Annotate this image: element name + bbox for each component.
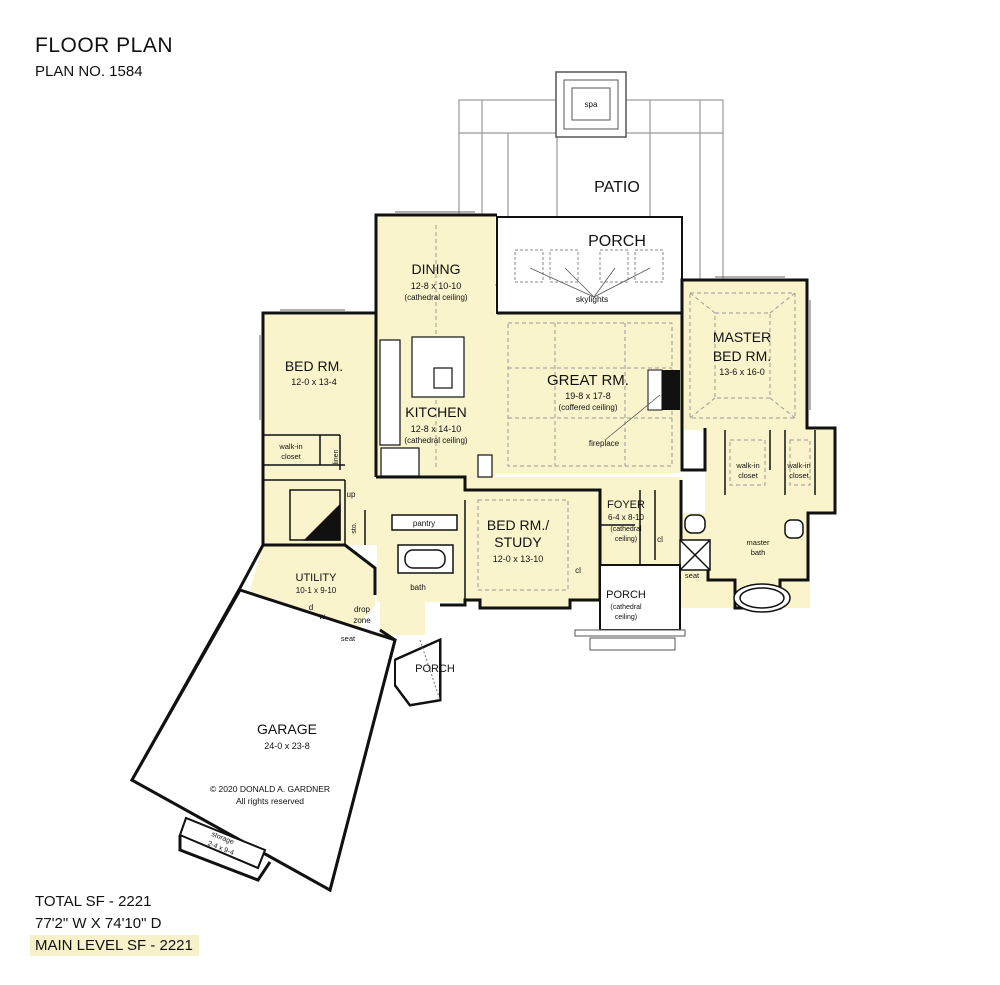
great-room-size: 19-8 x 17-8 — [565, 391, 611, 401]
garage-block — [129, 588, 397, 893]
windows — [259, 211, 811, 420]
bath-label: bath — [410, 583, 426, 592]
interior-walls — [263, 430, 816, 613]
study-name-1: BED RM./ — [487, 517, 549, 533]
side-porch-label: PORCH — [415, 663, 455, 675]
dining-size: 12-8 x 10-10 — [411, 281, 462, 291]
drop-zone-line1: drop — [354, 605, 371, 614]
kitchen-name: KITCHEN — [405, 404, 466, 420]
study-name-2: STUDY — [494, 534, 542, 550]
ceiling-lines — [435, 225, 811, 591]
walkin-closet-m1-line1: walk-in — [735, 461, 759, 470]
master-bath-line2: bath — [751, 548, 766, 557]
master-bed-name-2: BED RM. — [713, 348, 771, 364]
bed-room-size: 12-0 x 13-4 — [291, 377, 337, 387]
dining-name: DINING — [412, 261, 461, 277]
foyer-note-1: (cathedral — [610, 526, 642, 533]
linen-label: linen — [333, 450, 340, 465]
dining-note: (cathedral ceiling) — [404, 293, 467, 302]
master-bed-size: 13-6 x 16-0 — [719, 367, 765, 377]
copyright-line1: © 2020 DONALD A. GARDNER — [210, 784, 330, 794]
garage-name: GARAGE — [257, 721, 317, 737]
kitchen-fixtures — [379, 336, 493, 478]
copyright-line2: All rights reserved — [236, 796, 304, 806]
great-room-name: GREAT RM. — [547, 372, 629, 389]
plan-title: FLOOR PLAN — [35, 34, 174, 57]
closet-cl-1: cl — [575, 566, 581, 575]
pantry-label: pantry — [413, 519, 435, 528]
drop-zone-line2: zone — [353, 616, 371, 625]
storage-sto-label: sto. — [351, 522, 358, 533]
walkin-closet-left-line1: walk-in — [278, 442, 302, 451]
washer-label: w — [318, 612, 325, 621]
total-sf: TOTAL SF - 2221 — [35, 893, 152, 910]
walkin-closet-m2-line2: closet — [789, 471, 810, 480]
bed-room-name: BED RM. — [285, 358, 343, 374]
garage-size: 24-0 x 23-8 — [264, 741, 310, 751]
master-bath-line1: master — [747, 538, 770, 547]
great-room-note: (coffered ceiling) — [559, 403, 618, 412]
kitchen-size: 12-8 x 14-10 — [411, 424, 462, 434]
fireplace-symbol — [604, 369, 680, 441]
closet-cl-2: cl — [657, 535, 663, 544]
front-porch — [574, 564, 686, 651]
study-size: 12-0 x 13-10 — [493, 554, 544, 564]
stair-up-label: up — [347, 490, 356, 499]
foyer-note-2: ceiling) — [615, 536, 637, 543]
plan-number: PLAN NO. 1584 — [35, 63, 143, 80]
front-porch-note-1: (cathedral — [610, 604, 642, 611]
front-porch-note-2: ceiling) — [615, 614, 637, 621]
walkin-closet-left-line2: closet — [281, 452, 302, 461]
main-level-sf: MAIN LEVEL SF - 2221 — [30, 935, 199, 956]
spa: spa — [555, 71, 627, 138]
overall-dimensions: 77'2" W X 74'10" D — [35, 915, 162, 932]
walkin-closet-m1-line2: closet — [738, 471, 759, 480]
foyer-size: 6-4 x 8-10 — [608, 513, 645, 522]
patio-label: PATIO — [594, 179, 640, 196]
front-porch-name: PORCH — [606, 589, 646, 601]
master-bed-name-1: MASTER — [713, 329, 771, 345]
kitchen-note: (cathedral ceiling) — [404, 436, 467, 445]
walkin-closet-m2-line1: walk-in — [786, 461, 810, 470]
foyer-name: FOYER — [607, 499, 645, 511]
utility-size: 10-1 x 9-10 — [296, 586, 337, 595]
side-porch — [394, 638, 441, 707]
spa-label: spa — [585, 100, 598, 109]
master-bath-seat: seat — [685, 571, 700, 580]
fireplace-label: fireplace — [589, 439, 620, 448]
rear-porch-label: PORCH — [588, 233, 646, 250]
utility-name: UTILITY — [296, 572, 338, 584]
utility-seat: seat — [341, 634, 356, 643]
skylights-label: skylights — [576, 294, 609, 304]
dryer-label: d — [309, 603, 313, 612]
